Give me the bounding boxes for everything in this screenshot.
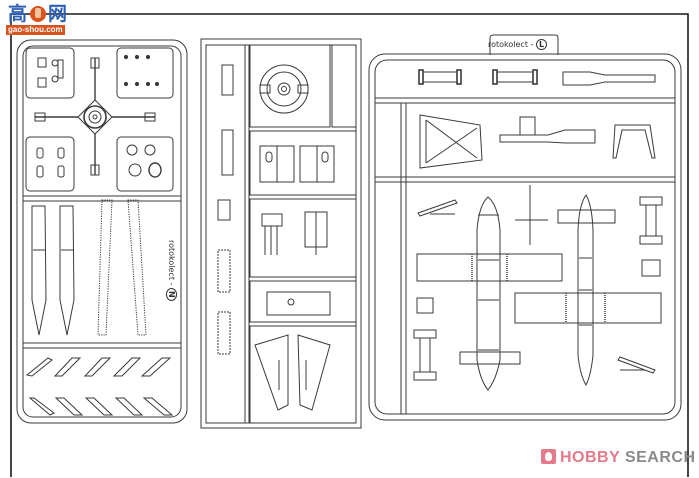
axle-2 (492, 69, 538, 85)
left-sprue-inner (22, 45, 182, 418)
sprue-separator: - (530, 40, 534, 49)
right-sprue-label-tab (489, 34, 559, 55)
right-sprue-frame (368, 53, 682, 421)
hobbysearch-watermark: HOBBY SEARCH (541, 449, 696, 467)
boom-mid (499, 116, 596, 144)
middle-cell-1b (331, 44, 357, 128)
middle-sprue (200, 38, 362, 429)
cradle-right (639, 196, 663, 245)
boom-top (562, 71, 656, 86)
rotor-disc (259, 64, 309, 114)
middle-cell-4 (249, 280, 357, 323)
dotted-panels (97, 199, 147, 336)
middle-cell-2 (249, 130, 357, 196)
sprue-brand-right: rotokolect (488, 40, 528, 49)
square-plate-2 (416, 297, 434, 314)
left-quad-br (116, 136, 174, 192)
hobbysearch-logo-icon (541, 449, 556, 464)
square-plate-1 (641, 259, 661, 277)
runner-cross (515, 185, 548, 245)
page-frame (10, 13, 689, 477)
middle-cell-1 (249, 44, 331, 128)
sprue-label-middle: rotokolect - N (166, 240, 177, 301)
gaoshou-char-2: 网 (48, 3, 69, 25)
thumbs-up-icon (28, 4, 48, 22)
side-panel-upper (221, 64, 234, 96)
sprue-separator: - (167, 282, 176, 286)
engine-halves (259, 145, 335, 183)
left-sprue-frame (16, 39, 188, 424)
axle-1 (418, 69, 462, 85)
cradle-left (413, 329, 437, 381)
strut-1 (417, 199, 458, 217)
tail-booms (31, 205, 75, 336)
tail-plane-1 (557, 209, 616, 224)
stabilizer-fins (25, 357, 174, 416)
deck-plate (266, 291, 331, 316)
wing-2 (514, 292, 662, 324)
left-quad-tr (116, 47, 174, 99)
gaoshou-title: 高网 (8, 4, 68, 24)
frame-truss (419, 114, 483, 169)
wing-1 (416, 253, 563, 282)
fuselage-2 (577, 194, 594, 387)
gears (126, 144, 162, 178)
middle-sprue-inner (205, 44, 357, 424)
left-sprue (16, 39, 188, 424)
left-quad-bl (25, 136, 75, 192)
sprue-label-right: rotokolect - L (488, 39, 548, 50)
sprue-brand-middle: rotokolect (167, 240, 176, 280)
hobbysearch-brand-a: HOBBY (560, 449, 620, 466)
middle-cell-5 (249, 325, 357, 424)
small-fittings-tl (37, 57, 64, 88)
side-panel-upper-2 (221, 129, 234, 176)
hobbysearch-brand-b: SEARCH (624, 449, 696, 466)
sprue-letter-right: L (535, 39, 548, 50)
gaoshou-char-1: 高 (8, 3, 29, 25)
small-fittings-tr (123, 54, 160, 87)
middle-sprue-frame (200, 38, 362, 429)
left-quad-tl (25, 47, 75, 99)
gaoshou-watermark: 高网 gao-shou.com (6, 4, 76, 36)
right-sprue (368, 34, 682, 421)
middle-cell-3 (249, 198, 357, 278)
fuselage-1 (476, 196, 501, 391)
tail-plane-2 (459, 351, 521, 365)
seat-frame (261, 211, 328, 255)
right-sprue-inner (374, 59, 676, 415)
tail-fairing-halves (254, 334, 331, 411)
gaoshou-url: gao-shou.com (6, 25, 65, 35)
rotor-hub-cross (34, 57, 156, 176)
stand (612, 124, 656, 159)
side-panel-mid (217, 199, 231, 221)
landing-clips (36, 147, 65, 178)
sprue-letter-middle: N (166, 287, 177, 301)
ladders (217, 249, 231, 355)
strut-2 (617, 356, 656, 374)
